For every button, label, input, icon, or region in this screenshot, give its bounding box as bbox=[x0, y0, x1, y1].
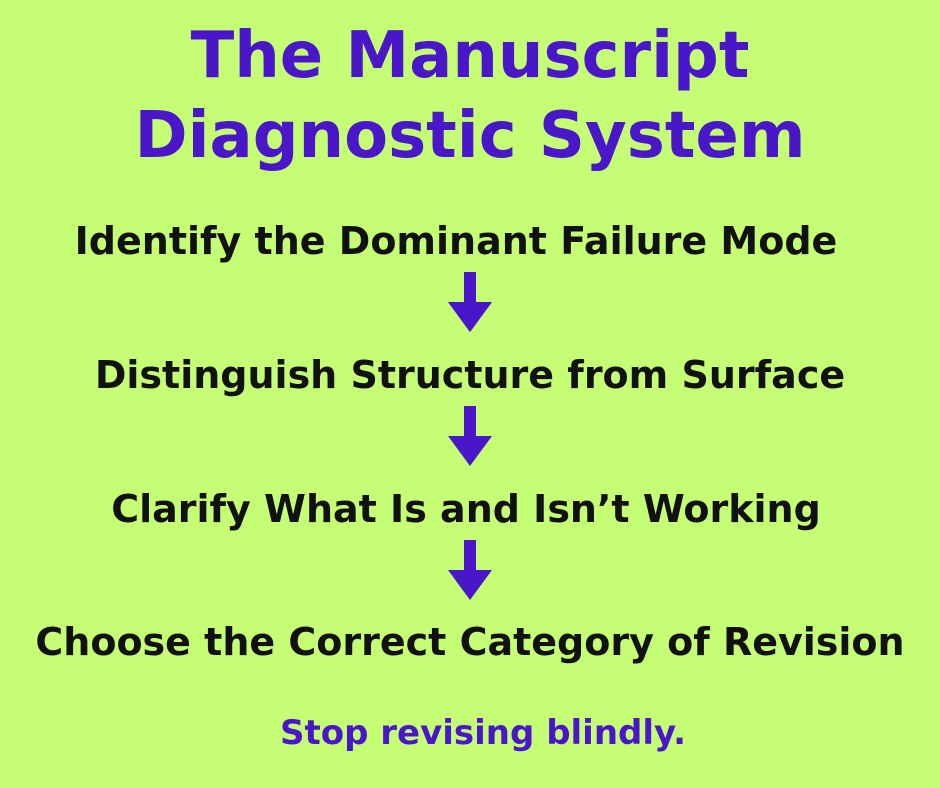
step-choose-revision-category: Choose the Correct Category of Revision bbox=[35, 620, 905, 664]
step-distinguish-structure: Distinguish Structure from Surface bbox=[94, 353, 846, 397]
arrow-down-icon bbox=[444, 406, 496, 470]
arrow-down-icon bbox=[444, 540, 496, 604]
step-identify-failure-mode: Identify the Dominant Failure Mode bbox=[74, 219, 838, 263]
title-line-2: Diagnostic System bbox=[134, 99, 806, 173]
title-line-1: The Manuscript bbox=[190, 19, 750, 93]
step-clarify-working: Clarify What Is and Isn’t Working bbox=[111, 487, 821, 531]
tagline: Stop revising blindly. bbox=[280, 713, 686, 753]
arrow-down-icon bbox=[444, 272, 496, 336]
